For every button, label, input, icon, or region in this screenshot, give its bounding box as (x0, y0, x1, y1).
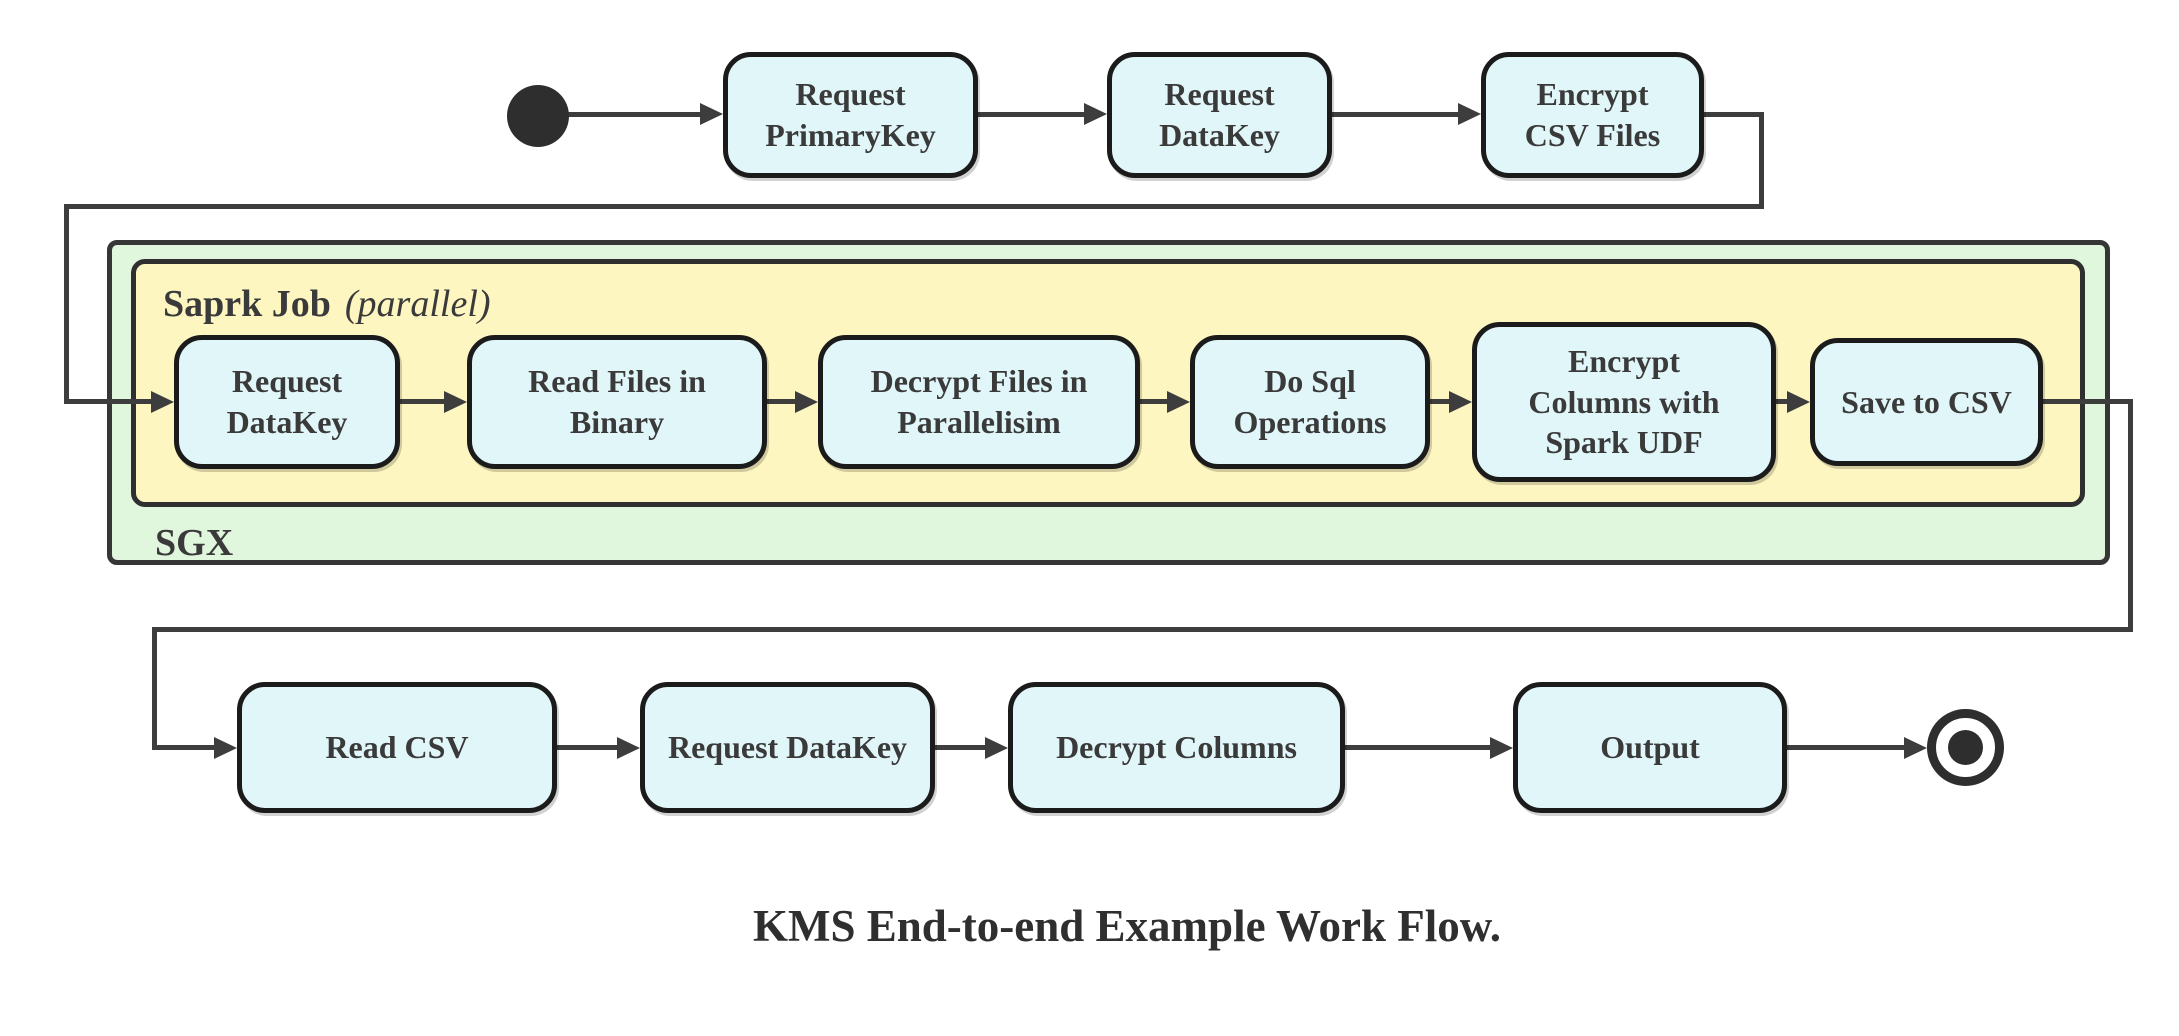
edge-segment (152, 745, 218, 750)
edge-segment (1332, 112, 1460, 117)
arrowhead-icon (444, 391, 467, 413)
state-decrypt-files-in-parallelisim: Decrypt Files in Parallelisim (818, 335, 1140, 469)
arrowhead-icon (700, 103, 723, 125)
arrowhead-icon (1449, 391, 1472, 413)
edge-segment (64, 204, 1764, 209)
edge-segment (1704, 112, 1764, 117)
edge-segment (152, 627, 2133, 632)
edge-segment (978, 112, 1086, 117)
spark-job-label: Saprk Job (parallel) (163, 282, 491, 326)
state-output: Output (1513, 682, 1787, 813)
state-encrypt-csv-files: Encrypt CSV Files (1481, 52, 1704, 178)
arrowhead-icon (985, 737, 1008, 759)
arrowhead-icon (151, 391, 174, 413)
edge-segment (1140, 399, 1170, 404)
state-do-sql-operations: Do Sql Operations (1190, 335, 1430, 469)
edge-segment (935, 745, 987, 750)
edge-segment (767, 399, 797, 404)
edge-segment (1759, 112, 1764, 209)
edge-segment (400, 399, 446, 404)
edge-segment (557, 745, 619, 750)
arrowhead-icon (1490, 737, 1513, 759)
arrowhead-icon (1167, 391, 1190, 413)
state-decrypt-columns: Decrypt Columns (1008, 682, 1345, 813)
edge-segment (2043, 399, 2133, 404)
state-request-datakey-bottom: Request DataKey (640, 682, 935, 813)
arrowhead-icon (795, 391, 818, 413)
arrowhead-icon (617, 737, 640, 759)
edge-segment (2128, 399, 2133, 632)
sgx-label: SGX (155, 522, 234, 564)
arrowhead-icon (1458, 103, 1481, 125)
state-read-files-in-binary: Read Files in Binary (467, 335, 767, 469)
edge-segment (152, 627, 157, 748)
state-encrypt-columns-with-spark-udf: Encrypt Columns with Spark UDF (1472, 322, 1776, 482)
edge-segment (1430, 399, 1451, 404)
edge-segment (1345, 745, 1492, 750)
initial-state-node (507, 85, 569, 147)
arrowhead-icon (214, 737, 237, 759)
edge-segment (1787, 745, 1907, 750)
edge-segment (1776, 399, 1789, 404)
arrowhead-icon (1904, 737, 1927, 759)
diagram-caption: KMS End-to-end Example Work Flow. (752, 901, 1501, 951)
final-state-inner-dot (1948, 730, 1983, 765)
arrowhead-icon (1084, 103, 1107, 125)
edge-segment (64, 399, 152, 404)
edge-segment (64, 204, 69, 404)
edge-segment (566, 112, 702, 117)
state-save-to-csv: Save to CSV (1810, 338, 2043, 466)
final-state-node (1927, 709, 2004, 786)
arrowhead-icon (1787, 391, 1810, 413)
state-read-csv: Read CSV (237, 682, 557, 813)
spark-job-qualifier: (parallel) (344, 283, 491, 325)
state-request-primarykey: Request PrimaryKey (723, 52, 978, 178)
state-request-datakey-sgx: Request DataKey (174, 335, 400, 469)
spark-job-title: Saprk Job (163, 283, 331, 325)
state-request-datakey-top: Request DataKey (1107, 52, 1332, 178)
